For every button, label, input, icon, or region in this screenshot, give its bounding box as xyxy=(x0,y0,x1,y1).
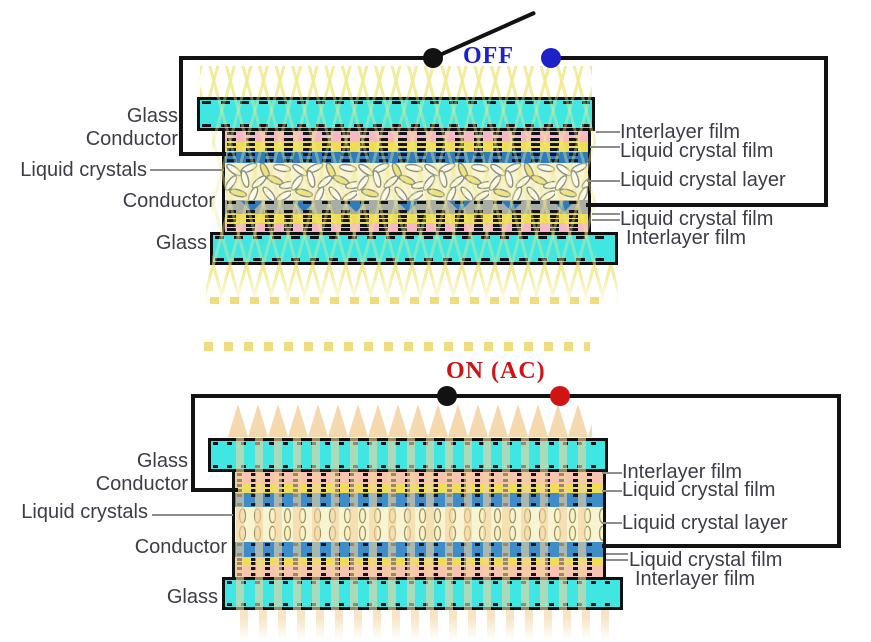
label-liquid-crystals: Liquid crystals xyxy=(21,501,148,523)
conductor-layer-bottom xyxy=(235,542,603,557)
light-arrows-graphic xyxy=(228,404,592,437)
label-conductor-bottom: Conductor xyxy=(122,190,215,212)
liquid-crystal-film-bottom xyxy=(225,214,588,223)
label-interlayer-film-top: Interlayer film xyxy=(620,121,741,143)
liquid-crystal-film-top xyxy=(235,483,603,493)
label-lc-layer: Liquid crystal layer xyxy=(622,512,788,534)
wire-left-stub xyxy=(179,152,226,156)
wire-top-right xyxy=(549,56,828,60)
label-lc-film-top: Liquid crystal film xyxy=(620,140,774,162)
label-conductor-top: Conductor xyxy=(95,473,188,495)
wire-top-left xyxy=(179,56,435,60)
leader-line xyxy=(606,553,628,555)
label-liquid-crystals: Liquid crystals xyxy=(20,159,147,181)
label-glass-top: Glass xyxy=(136,450,188,472)
on-state-label: ON (AC) xyxy=(446,358,546,384)
liquid-crystal-film-top xyxy=(225,142,588,152)
leader-line xyxy=(587,180,620,182)
wire-right-stub xyxy=(586,203,828,207)
wire-right-stub xyxy=(602,544,841,548)
label-interlayer-film-top: Interlayer film xyxy=(622,461,743,483)
glass-layer-bottom xyxy=(210,232,618,265)
light-transmitted-dashes xyxy=(204,342,590,351)
leader-line xyxy=(602,472,622,474)
liquid-crystal-layer-scattered xyxy=(225,163,588,200)
leader-line xyxy=(596,131,620,133)
label-glass-top: Glass xyxy=(126,105,178,127)
interlayer-film-bottom xyxy=(235,566,603,577)
label-lc-film-bottom: Liquid crystal film xyxy=(620,208,774,230)
conductor-layer-bottom xyxy=(225,200,588,214)
switch-open-terminal-dot xyxy=(541,48,561,68)
leader-line xyxy=(152,514,233,516)
liquid-crystal-layer-aligned xyxy=(235,507,603,542)
liquid-crystal-film-bottom xyxy=(235,557,603,566)
wire-left-vertical xyxy=(179,56,183,156)
interlayer-film-top xyxy=(235,472,603,483)
wire-left-vertical xyxy=(191,394,195,492)
switch-pivot-dot xyxy=(437,386,457,406)
film-stack xyxy=(232,472,606,577)
switch-closed-terminal-dot xyxy=(550,386,570,406)
wire-top xyxy=(191,394,841,398)
off-state-label: OFF xyxy=(463,43,514,69)
glass-layer-top xyxy=(197,97,595,131)
conductor-layer-top xyxy=(225,152,588,163)
wire-left-stub xyxy=(191,488,238,492)
label-interlayer-film-bottom: Interlayer film xyxy=(635,568,756,590)
wire-right-vertical xyxy=(837,394,841,548)
light-stripes-exit xyxy=(240,610,610,640)
label-lc-layer: Liquid crystal layer xyxy=(620,169,786,191)
glass-layer-top xyxy=(208,438,608,472)
conductor-layer-top xyxy=(235,493,603,507)
leader-line xyxy=(150,169,224,171)
label-interlayer-film-bottom: Interlayer film xyxy=(626,227,747,249)
glass-layer-bottom xyxy=(222,577,623,610)
label-lc-film-top: Liquid crystal film xyxy=(622,479,776,501)
scattered-crystals-graphic xyxy=(225,163,588,200)
label-lc-film-bottom: Liquid crystal film xyxy=(629,549,783,571)
light-scatter-dashes xyxy=(210,297,606,304)
interlayer-film-top xyxy=(225,131,588,142)
interlayer-film-bottom xyxy=(225,223,588,232)
light-arrow-row xyxy=(228,404,592,437)
conductor-contact-triangles xyxy=(225,200,588,214)
switch-pivot-dot xyxy=(423,48,443,68)
aligned-crystals-graphic xyxy=(235,507,603,542)
label-conductor-top: Conductor xyxy=(85,128,178,150)
light-rays-incoming xyxy=(200,66,592,97)
leader-line xyxy=(602,522,622,524)
film-stack xyxy=(222,131,591,232)
label-glass-bottom: Glass xyxy=(166,586,218,608)
wire-right-vertical xyxy=(824,56,828,207)
leader-line xyxy=(606,559,628,561)
leader-line xyxy=(592,213,620,215)
leader-line xyxy=(590,146,620,148)
label-glass-bottom: Glass xyxy=(155,232,207,254)
leader-line xyxy=(592,219,620,221)
leader-line xyxy=(602,490,622,492)
label-conductor-bottom: Conductor xyxy=(134,536,227,558)
